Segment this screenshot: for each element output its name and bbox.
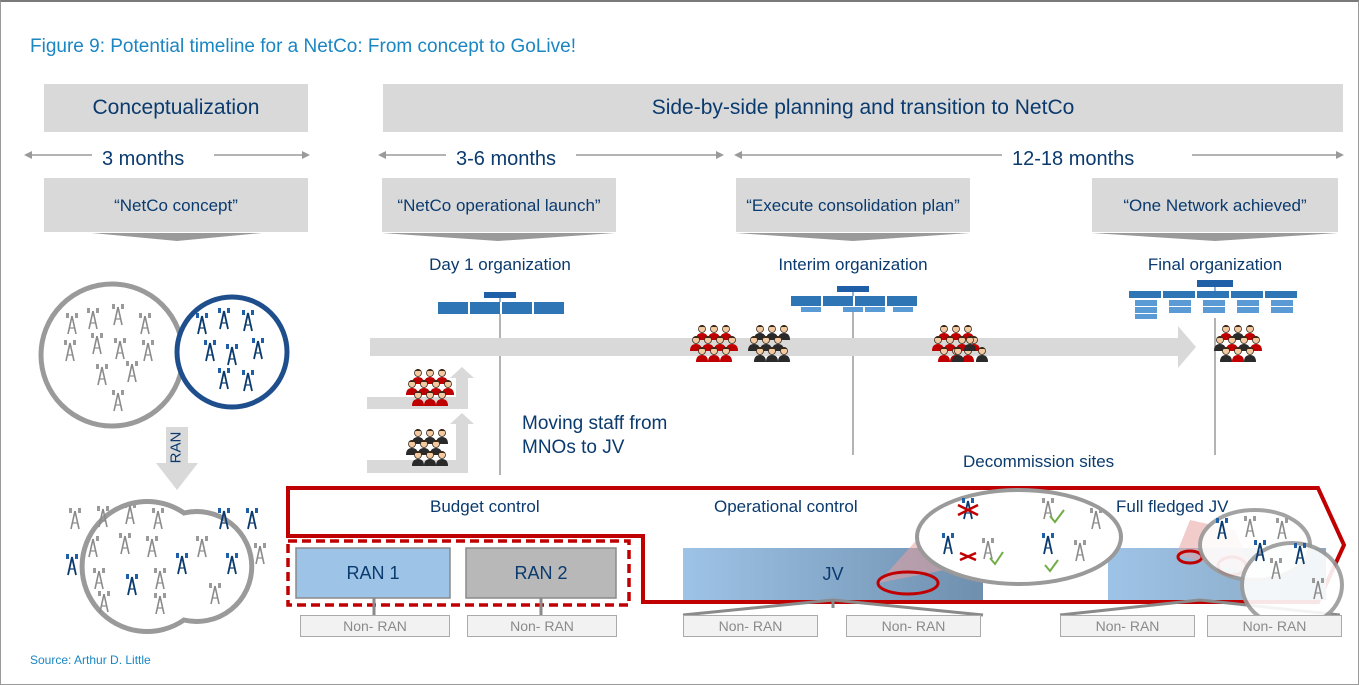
control-outline bbox=[286, 486, 1347, 604]
decommission-label: Decommission sites bbox=[963, 452, 1115, 471]
phase-planning: Side-by-side planning and transition to … bbox=[383, 84, 1343, 132]
budget-dashed-box bbox=[286, 539, 631, 607]
chevron-3 bbox=[736, 233, 970, 241]
duration-12-18-months: 12-18 months bbox=[1008, 148, 1139, 171]
milestone-one-network: “One Network achieved” bbox=[1092, 178, 1338, 232]
operational-control-label: Operational control bbox=[714, 497, 858, 516]
non-ran-box: Non- RAN bbox=[683, 615, 818, 637]
ran-arrow-label-wrap: RAN bbox=[161, 431, 191, 463]
budget-control-label: Budget control bbox=[430, 497, 540, 516]
duration-arrow-1 bbox=[24, 151, 310, 159]
duration-arrow-2 bbox=[378, 151, 724, 159]
zoom-circle-1 bbox=[876, 570, 940, 596]
org-label-interim: Interim organization bbox=[778, 255, 928, 274]
non-ran-box: Non- RAN bbox=[846, 615, 981, 637]
ran1-label: RAN 1 bbox=[346, 562, 400, 583]
full-fledged-label: Full fledged JV bbox=[1116, 497, 1229, 516]
zoom-detail-towers bbox=[941, 497, 1103, 573]
network-circle-blue bbox=[174, 294, 290, 410]
source-note: Source: Arthur D. Little bbox=[30, 653, 151, 667]
staff-arrow-1 bbox=[367, 367, 474, 409]
milestone-execute-consolidation: “Execute consolidation plan” bbox=[736, 178, 970, 232]
jv-label: JV bbox=[822, 563, 844, 584]
non-ran-box: Non- RAN bbox=[300, 615, 450, 637]
non-ran-box: Non- RAN bbox=[467, 615, 617, 637]
milestone-netco-concept: “NetCo concept” bbox=[44, 178, 308, 232]
non-ran-box: Non- RAN bbox=[1060, 615, 1195, 637]
org-chart-interim bbox=[791, 286, 917, 312]
duration-3-6-months: 3-6 months bbox=[452, 148, 561, 171]
chevron-4 bbox=[1092, 233, 1338, 241]
ran1-box bbox=[295, 547, 451, 599]
non-ran-box: Non- RAN bbox=[1207, 615, 1342, 637]
phase-conceptualization: Conceptualization bbox=[44, 84, 308, 132]
ran2-box bbox=[465, 547, 617, 599]
org-label-final: Final organization bbox=[1147, 255, 1283, 274]
duration-arrow-3 bbox=[734, 151, 1344, 159]
org-chart-final bbox=[1129, 280, 1297, 319]
chevron-2 bbox=[382, 233, 615, 241]
ran2-label: RAN 2 bbox=[514, 562, 568, 583]
org-chart-day1 bbox=[437, 291, 565, 315]
chevron-1 bbox=[92, 233, 262, 241]
figure-title: Figure 9: Potential timeline for a NetCo… bbox=[30, 36, 576, 57]
merged-network bbox=[79, 499, 255, 634]
duration-3-months: 3 months bbox=[98, 148, 189, 171]
ran-arrow-label: RAN bbox=[167, 431, 185, 463]
crowd-final bbox=[1213, 324, 1263, 363]
moving-staff-label: Moving staff from MNOs to JV bbox=[522, 413, 668, 458]
ran-down-arrow bbox=[156, 427, 198, 490]
milestone-operational-launch: “NetCo operational launch” bbox=[382, 178, 616, 232]
org-label-day1: Day 1 organization bbox=[429, 255, 571, 274]
